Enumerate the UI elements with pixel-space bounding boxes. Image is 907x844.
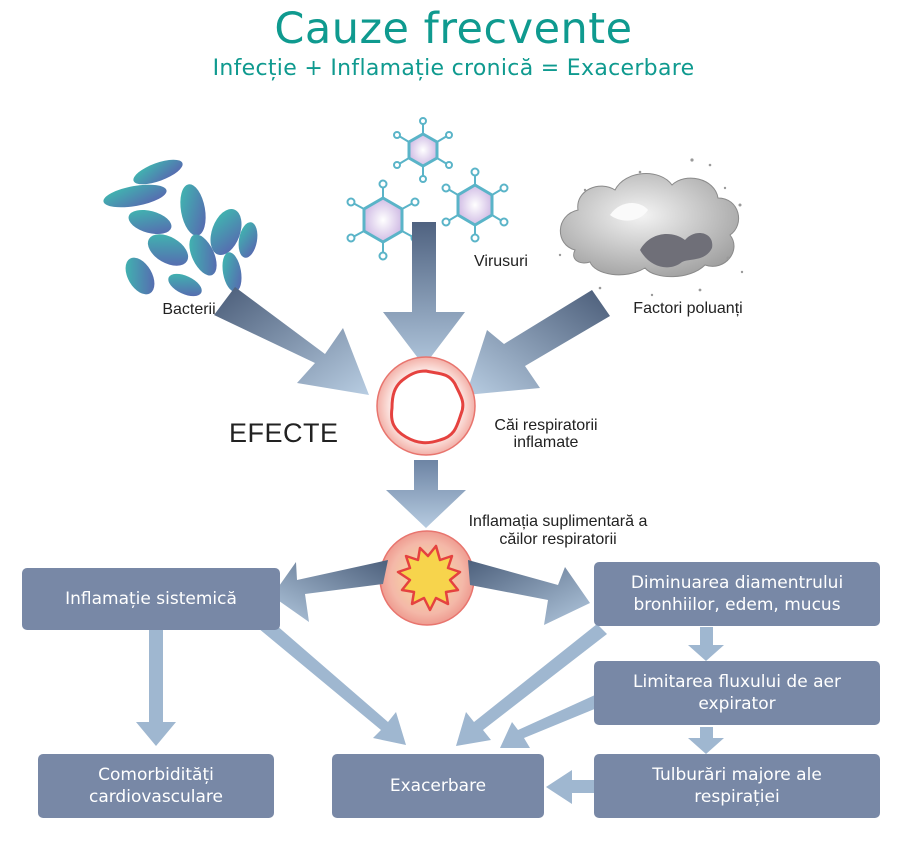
inflamed-airway-icon <box>376 356 476 456</box>
arrow-diameter-exacerbation <box>456 624 607 746</box>
box-airflow-limitation: Limitarea fluxului de aer expirator <box>594 661 880 725</box>
bacteria-icon <box>103 159 258 297</box>
label-additional-inflammation: Inflamația suplimentară a căilor respira… <box>468 513 648 548</box>
arrow-diameter-airflow <box>688 627 724 661</box>
label-bacteria: Bacterii <box>162 301 216 318</box>
virus-icon <box>346 117 509 261</box>
arrow-to-diameter <box>468 560 590 625</box>
page-title: Cauze frecvente <box>274 4 633 54</box>
arrow-airway-down <box>386 460 466 528</box>
box-breathing-disorders: Tulburări majore ale respirației <box>594 754 880 818</box>
arrows-causes <box>214 222 610 395</box>
additional-inflammation-icon <box>379 530 475 626</box>
label-inflamed-airways: Căi respiratorii inflamate <box>494 417 598 451</box>
arrow-to-systemic <box>272 560 388 622</box>
arrow-pollutants <box>466 290 610 395</box>
arrow-systemic-exacerbation <box>258 618 406 745</box>
arrow-airflow-breathing <box>688 727 724 754</box>
effects-label: EFECTE <box>229 418 339 448</box>
box-bronchi-diameter: Diminuarea diamentrului bronhiilor, edem… <box>594 562 880 626</box>
connector-arrows <box>136 618 724 804</box>
box-systemic-inflammation: Inflamație sistemică <box>22 568 280 630</box>
pollution-cloud-icon <box>558 158 744 297</box>
box-exacerbation: Exacerbare <box>332 754 544 818</box>
box-cardiovascular-comorbidities: Comorbidități cardiovasculare <box>38 754 274 818</box>
arrow-bacteria <box>214 287 369 395</box>
page-subtitle: Infecție + Inflamație cronică = Exacerba… <box>212 56 695 81</box>
arrow-airflow-exacerbation <box>500 690 614 748</box>
label-viruses: Virusuri <box>474 253 528 270</box>
label-pollutants: Factori poluanți <box>633 300 743 317</box>
arrow-systemic-comorbid <box>136 630 176 746</box>
arrow-breathing-exacerbation <box>546 770 594 804</box>
arrow-virus <box>383 222 465 366</box>
